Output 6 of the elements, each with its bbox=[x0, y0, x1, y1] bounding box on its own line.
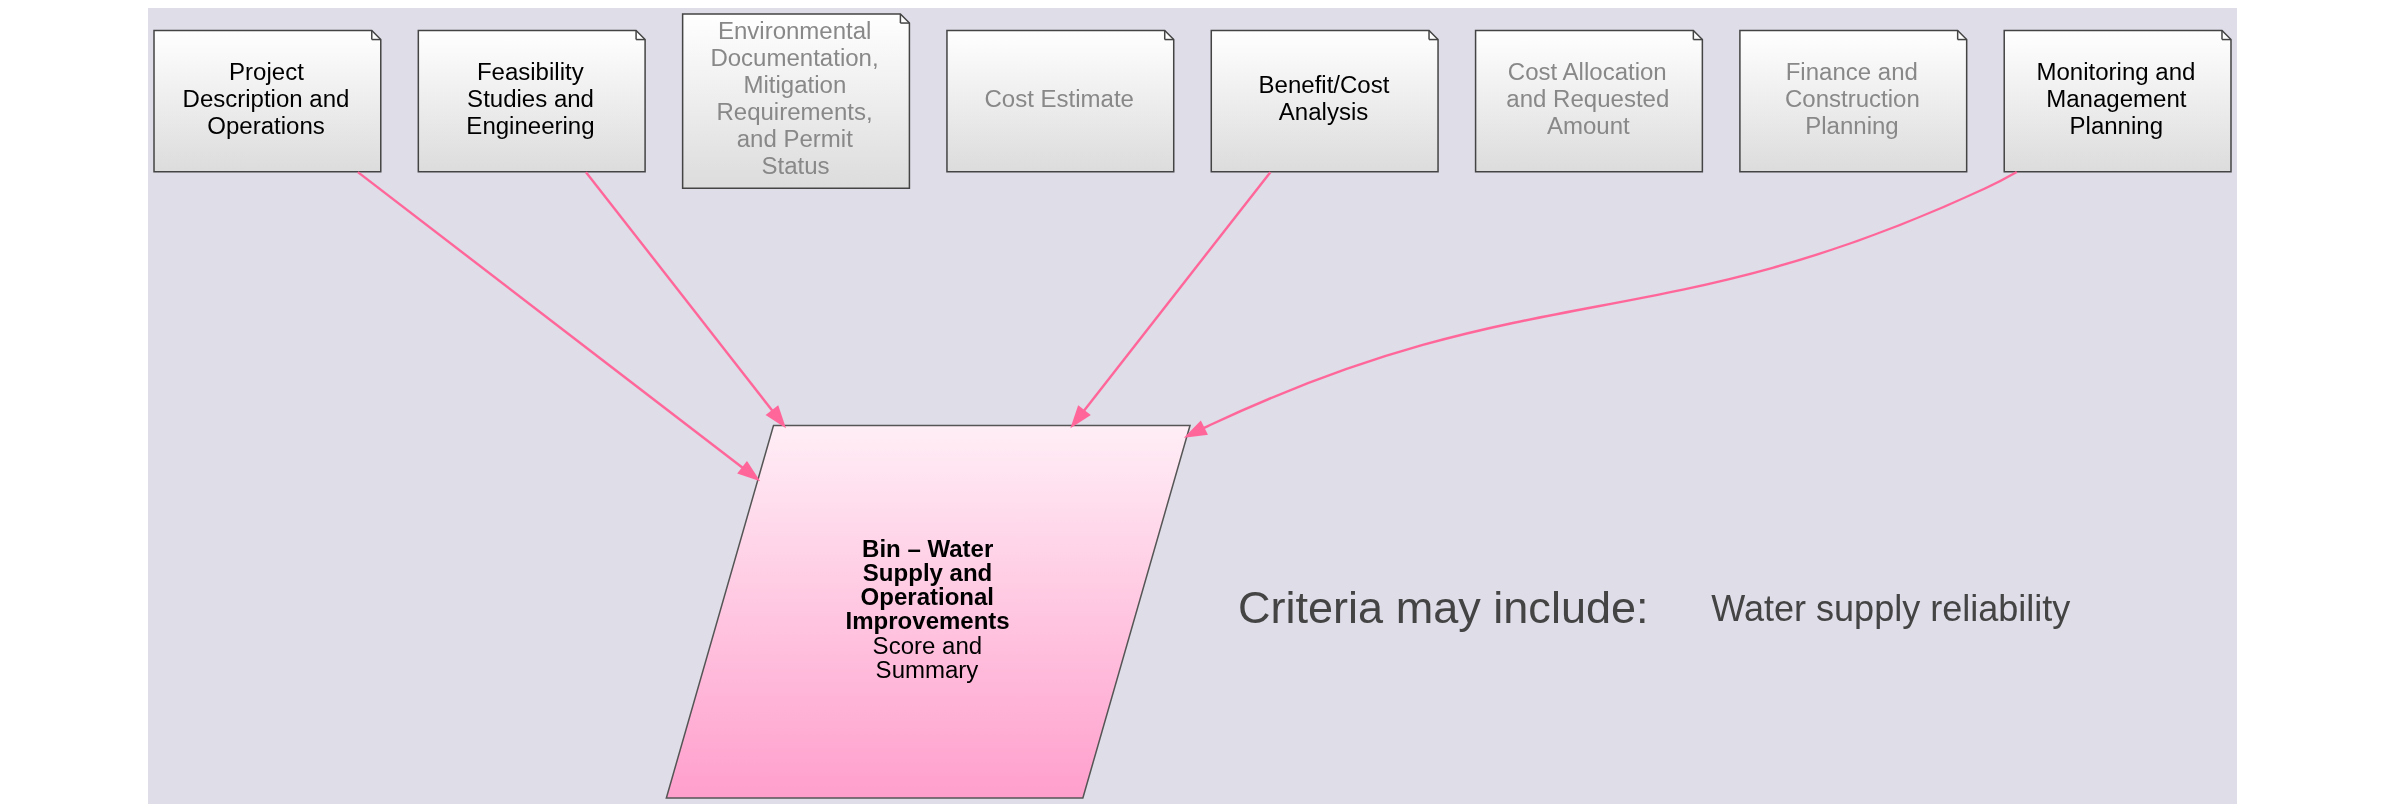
label: Water supply reliability bbox=[1710, 588, 2070, 630]
arrow bbox=[356, 171, 760, 482]
arrow bbox=[1183, 170, 2017, 438]
arrow bbox=[1069, 171, 1271, 429]
arrow bbox=[584, 171, 786, 429]
label: Criteria may include: bbox=[1237, 582, 1649, 634]
